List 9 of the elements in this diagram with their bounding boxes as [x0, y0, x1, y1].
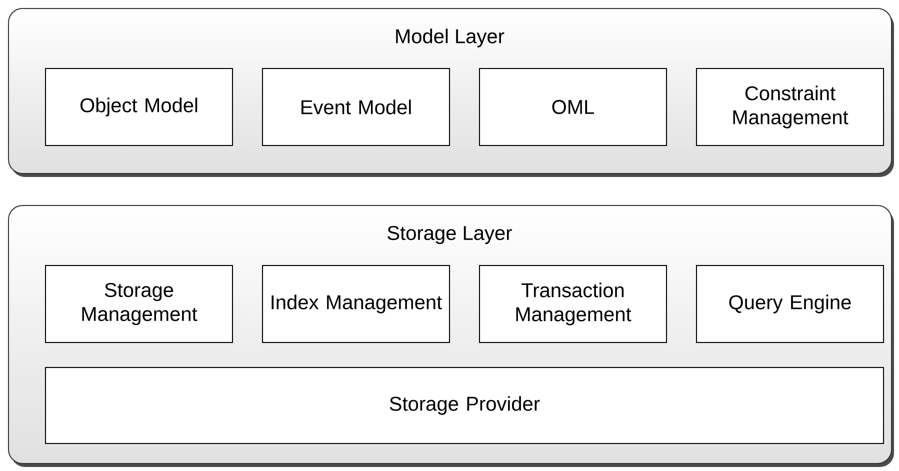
component-box: Storage Provider [45, 367, 884, 444]
component-box: Object Model [45, 68, 233, 146]
component-box: Storage Management [45, 265, 233, 343]
component-box: Event Model [262, 68, 450, 146]
component-box: Constraint Management [696, 68, 884, 146]
component-box: Query Engine [696, 265, 884, 343]
component-box: Transaction Management [479, 265, 667, 343]
component-box: OML [479, 68, 667, 146]
component-box: Index Management [262, 265, 450, 343]
